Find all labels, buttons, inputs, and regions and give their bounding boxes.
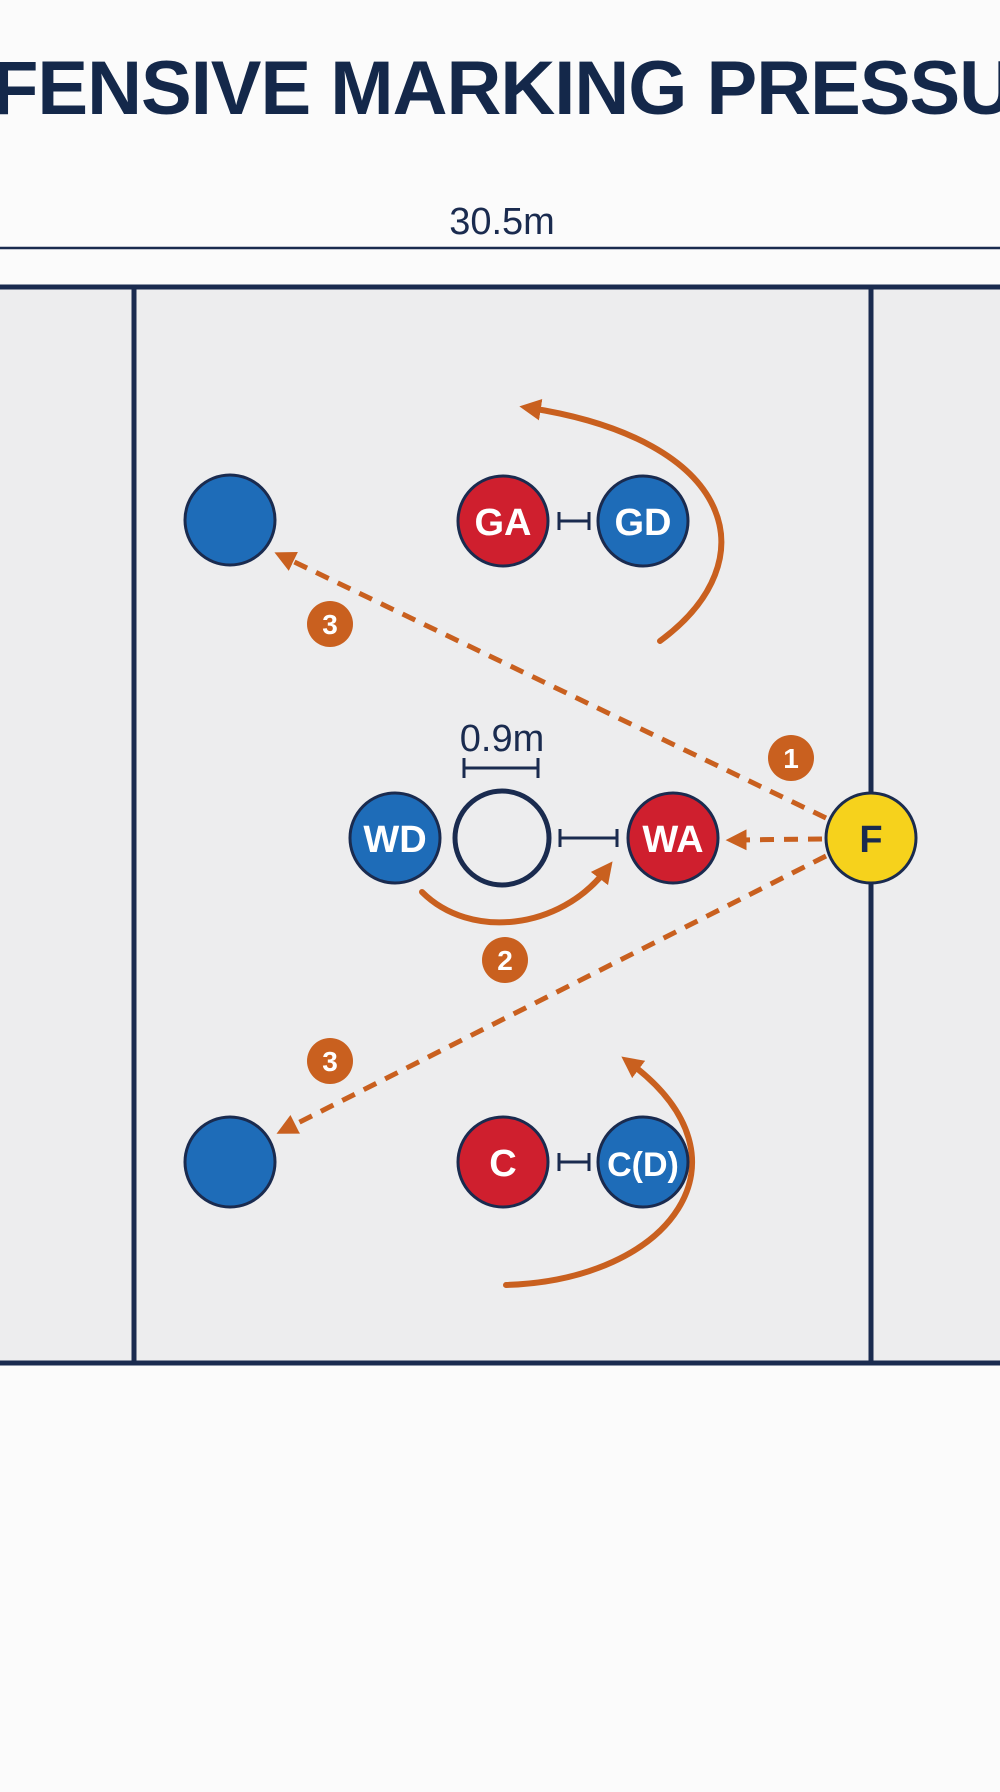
court-width-label: 30.5m [449,201,555,243]
player-c-label: C [489,1143,516,1185]
rotation-arrow-middle [419,861,613,926]
rotation-arrow-top [519,399,725,644]
empty-marking-position [452,788,552,888]
player-gd: GD [596,474,690,568]
marking-connector-c-cd [557,1153,591,1171]
marking-connector-ga-gd [557,512,591,530]
page-title: FENSIVE MARKING PRESSURE [0,46,1000,131]
player-cd-label: C(D) [607,1146,679,1184]
step-badge-1-label: 1 [783,743,799,774]
marking-connector-marker-wa [558,829,619,847]
pass-line-wa [725,829,823,851]
step-badge-1: 1 [768,735,814,781]
player-ga: GA [456,474,550,568]
receiver-bottom [183,1115,277,1209]
step-badge-3-top: 3 [307,601,353,647]
rotation-arrow-bottom [503,1056,695,1288]
player-wa: WA [626,791,720,885]
step-badge-3-top-label: 3 [322,609,338,640]
pass-line-top [274,552,828,821]
player-wd: WD [348,791,442,885]
player-wa-label: WA [642,819,703,861]
player-c: C [456,1115,550,1209]
player-feeder-label: F [859,819,882,861]
player-cd: C(D) [596,1115,690,1209]
spacing-dimension [462,758,540,778]
spacing-label: 0.9m [460,718,544,760]
receiver-top [183,473,277,567]
pass-line-bottom [276,853,828,1134]
step-badge-3-bottom: 3 [307,1038,353,1084]
player-wd-label: WD [363,819,426,861]
step-badge-3-bottom-label: 3 [322,1046,338,1077]
player-ga-label: GA [475,502,532,544]
step-badge-2: 2 [482,937,528,983]
player-gd-label: GD [615,502,672,544]
player-feeder: F [824,791,918,885]
step-badge-2-label: 2 [497,945,513,976]
